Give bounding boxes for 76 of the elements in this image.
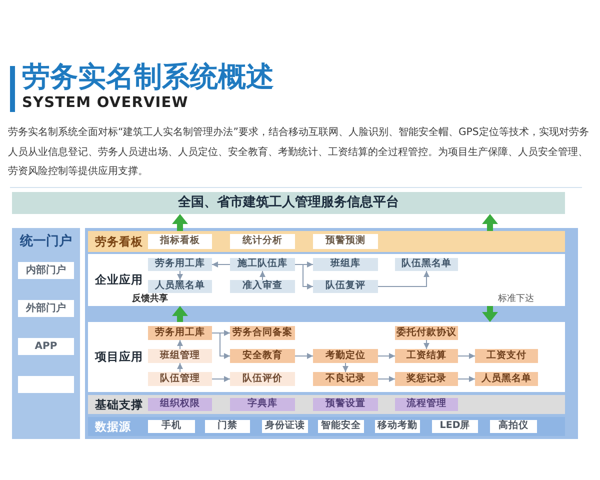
module-box: 人员黑名单 [148,280,212,293]
source-box: 智能安全 [318,420,364,433]
intro-paragraph: 劳务实名制系统全面对标“建筑工人实名制管理办法”要求，结合移动互联网、人脸识别、智能安全帽、GPS定位等技术，实现对劳务人员从业信息登记、劳务人员进出场、人员定位、安全教育、考勤统计、工资结算的全过程管控。为项目生产保障、人员安全管理、劳资风险控制等提供应用支撑。 [8,126,590,179]
module-box: 准入审查 [230,280,295,293]
panel-title: 统一门户 [20,235,72,250]
arrow [424,340,430,350]
arrow [294,353,314,359]
thick-arrow [172,214,188,231]
module-box: 统计分析 [230,234,295,249]
page-title: 劳务实名制系统概述 [22,60,274,94]
layer-band [88,395,565,414]
layer-band [88,231,565,252]
module-box: 不良记录 [313,372,378,386]
empty-box [18,376,74,393]
module-box: 奖惩记录 [395,372,458,386]
source-box: 高拍仪 [490,420,537,433]
source-box: 门禁 [205,420,250,433]
source-box: 身份证读 [262,420,308,433]
module-box: 预警设置 [313,398,378,411]
module-box: 队伍黑名单 [395,258,458,271]
portal-item-box: APP [18,338,74,355]
module-box: 字典库 [230,398,295,411]
module-box: 流程管理 [395,398,458,411]
layer-title: 企业应用 [95,273,143,287]
module-box: 考勤定位 [313,349,378,363]
module-box: 班组管理 [148,349,212,363]
thick-arrow [172,306,188,322]
arrow [177,270,183,280]
thick-arrow [482,306,498,322]
module-box: 劳务用工库 [148,258,212,271]
arrow [458,376,476,382]
arrow [378,353,396,359]
module-box: 人员黑名单 [475,372,538,386]
module-box: 施工队伍库 [230,258,295,271]
arrow [177,340,183,350]
arrow [342,362,348,372]
arrow [378,376,396,382]
layer-band [88,254,565,306]
module-box: 预警预测 [313,234,378,249]
layer-title: 数据源 [95,420,131,434]
module-box: 指标看板 [148,234,212,249]
arrow [260,270,266,280]
arrow [458,353,476,359]
portal-item-box: 内部门户 [18,262,74,279]
arrow [378,270,430,287]
arrow [177,362,183,372]
portal-panel [12,228,80,439]
arrow [212,376,230,382]
source-box: 移动考勤 [375,420,420,433]
edge-label: 反馈共享 [132,294,168,304]
layer-title: 项目应用 [95,350,143,364]
module-box: 工资结算 [395,349,458,363]
edge-label: 标准下达 [498,294,534,304]
source-box: 手机 [148,420,195,433]
platform-banner: 全国、省市建筑工人管理服务信息平台 [12,192,565,214]
arrow [212,262,230,268]
module-box: 劳务合同备案 [230,326,295,340]
module-box: 劳务用工库 [148,326,212,340]
layer-band [88,417,565,436]
module-box: 队伍复评 [313,280,378,293]
module-box: 组织权限 [148,398,212,411]
module-box: 班组库 [313,258,378,271]
layer-title: 基础支撑 [95,398,143,412]
source-box: LED屏 [432,420,478,433]
thick-arrow [482,214,498,231]
arrow [294,264,314,290]
layer-title: 劳务看板 [95,234,143,248]
portal-item-box: 外部门户 [18,300,74,317]
module-box: 工资支付 [475,349,538,363]
module-box: 队伍评价 [230,372,295,386]
module-box: 队伍管理 [148,372,212,386]
layer-band [88,322,565,392]
arrow [212,332,230,359]
module-box: 委托付款协议 [395,326,458,340]
module-box: 安全教育 [230,349,295,363]
page-subtitle: SYSTEM OVERVIEW [22,95,188,112]
